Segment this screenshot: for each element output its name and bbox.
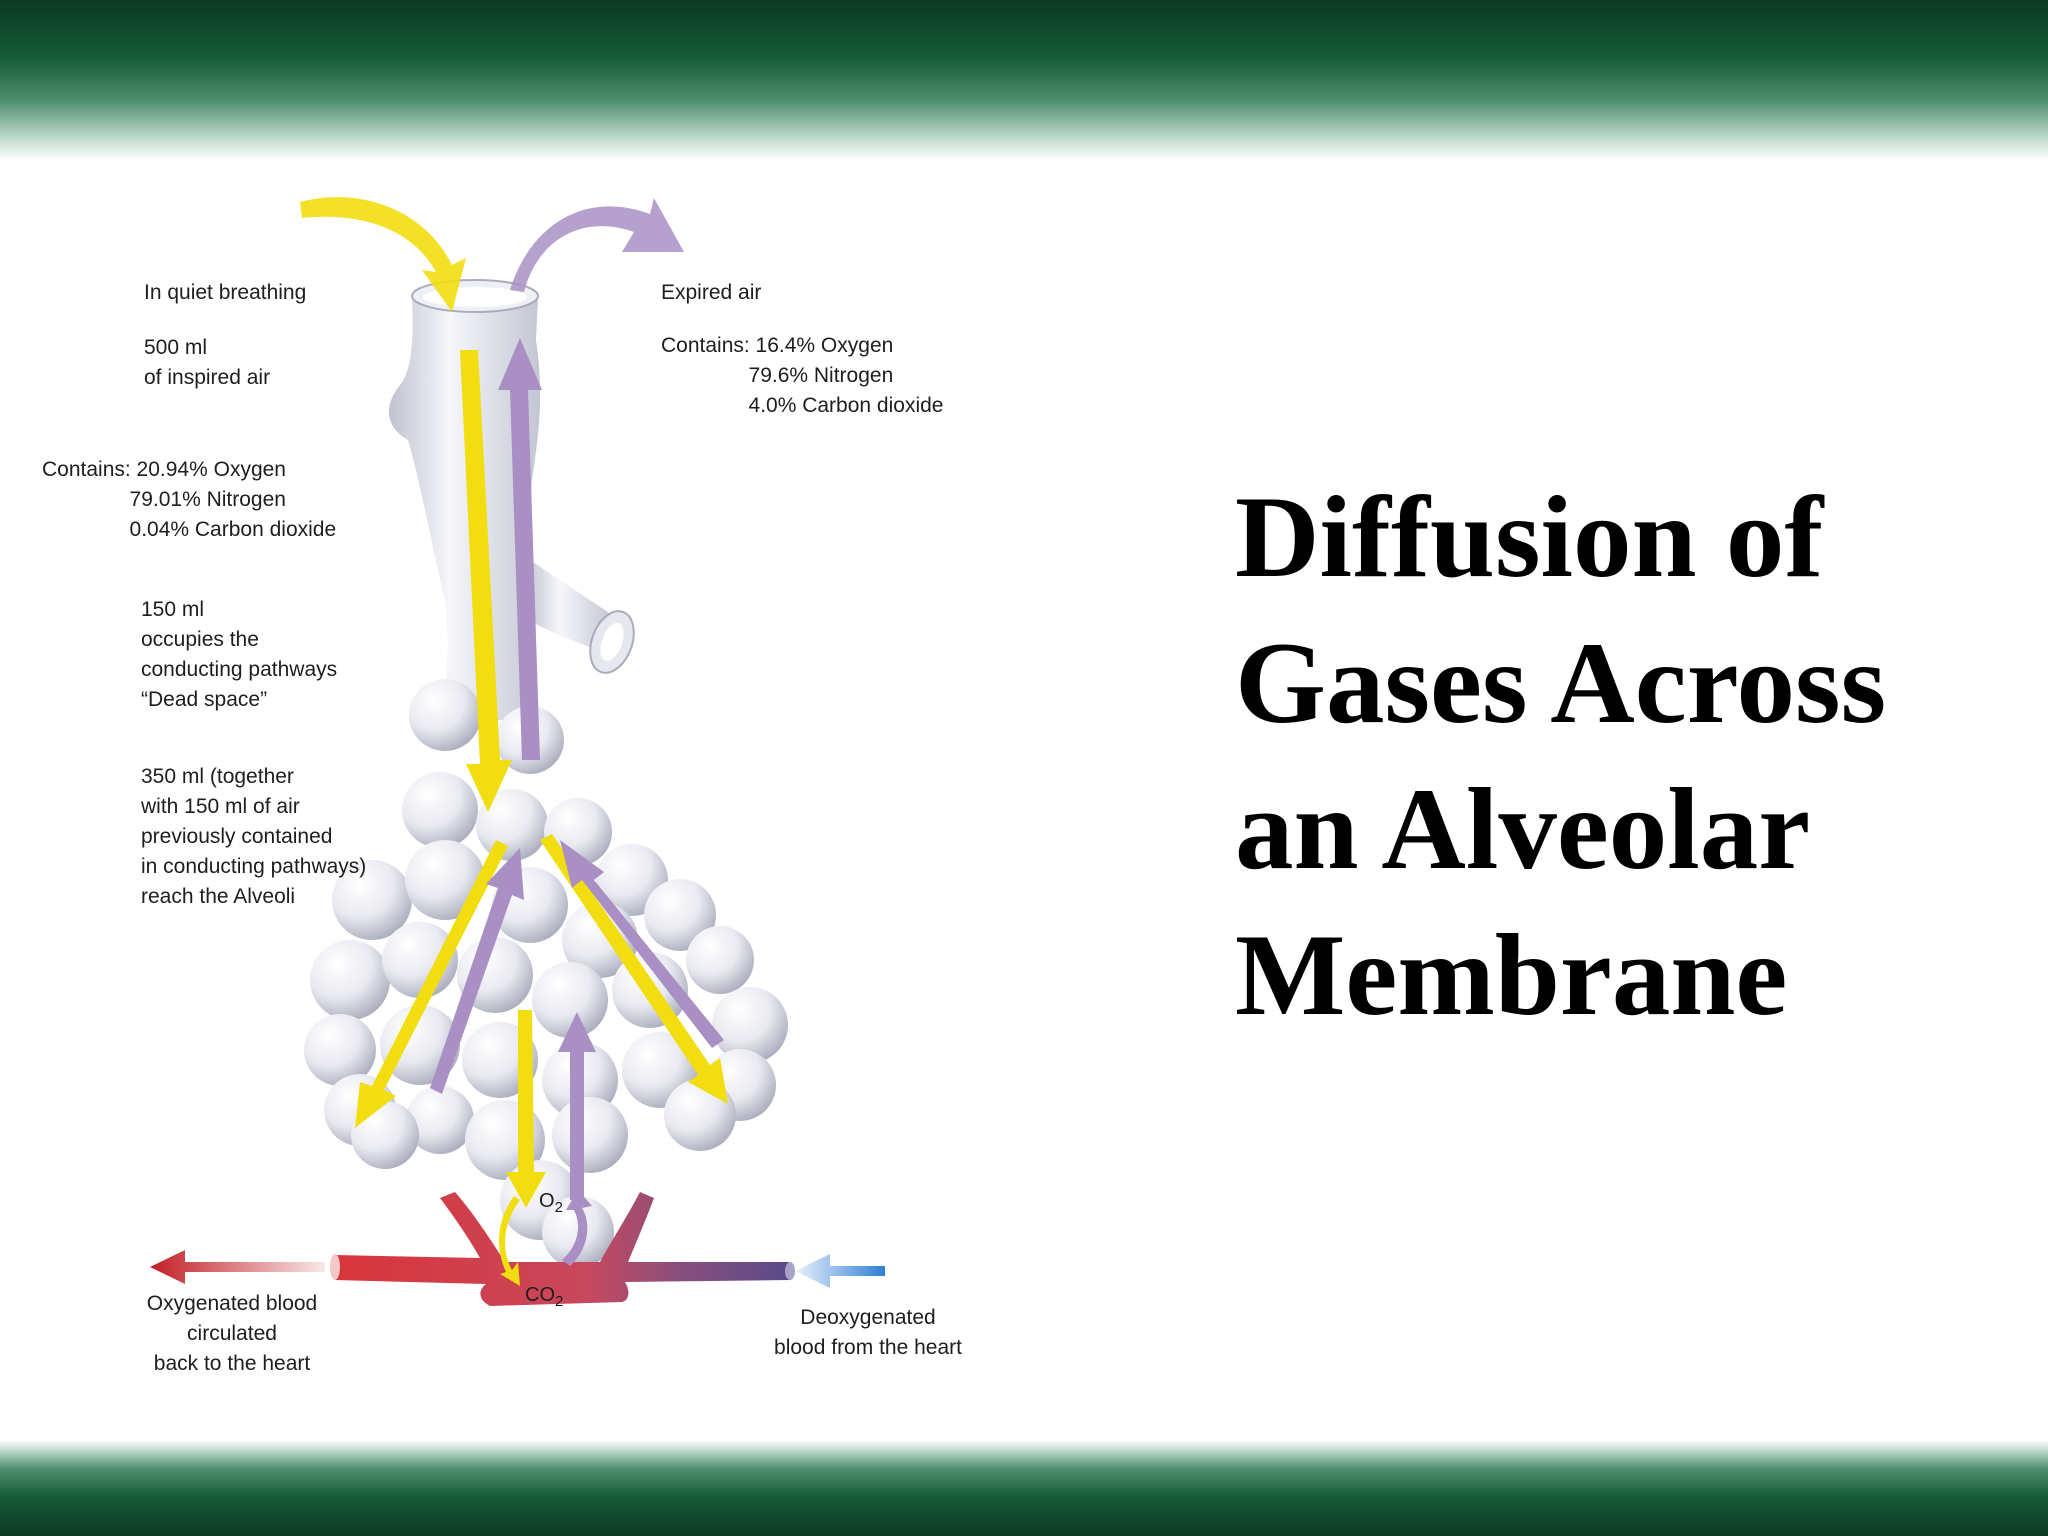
o2-label: O2 xyxy=(539,1190,563,1216)
inspired-air-heading: In quiet breathing xyxy=(144,281,307,304)
title-line: an Alveolar xyxy=(1235,765,1811,894)
slide-title: Diffusion of Gases Across an Alveolar Me… xyxy=(1235,465,2025,1049)
inspired-air-arrows xyxy=(300,197,728,1286)
bottom-green-band xyxy=(0,1440,2048,1536)
oxygenated-blood-arrow xyxy=(150,1250,325,1284)
bronchiole-tube xyxy=(388,279,635,720)
capillary-vessel xyxy=(330,1192,795,1306)
alveoli-volume-label: 350 ml (together with 150 ml of air prev… xyxy=(141,765,367,908)
inspired-air-contents: Contains: 20.94% Oxygen 79.01% Nitrogen … xyxy=(42,458,337,541)
title-line: Diffusion of xyxy=(1235,473,1824,602)
top-green-band xyxy=(0,0,2048,160)
dead-space-label: 150 ml occupies the conducting pathways … xyxy=(141,598,338,711)
deoxygenated-blood-arrow xyxy=(795,1254,885,1288)
inspired-air-volume: 500 ml of inspired air xyxy=(144,336,271,389)
expired-air-heading: Expired air xyxy=(661,281,762,304)
expired-air-arrows xyxy=(430,198,724,1266)
title-line: Gases Across xyxy=(1235,619,1887,748)
title-line: Membrane xyxy=(1235,911,1788,1040)
deoxygenated-blood-label: Deoxygenated blood from the heart xyxy=(774,1306,962,1359)
alveoli-cluster xyxy=(304,679,788,1268)
oxygenated-blood-label: Oxygenated blood circulated back to the … xyxy=(146,1292,318,1375)
co2-label: CO2 xyxy=(525,1284,564,1310)
expired-air-contents: Contains: 16.4% Oxygen 79.6% Nitrogen 4.… xyxy=(661,334,944,417)
